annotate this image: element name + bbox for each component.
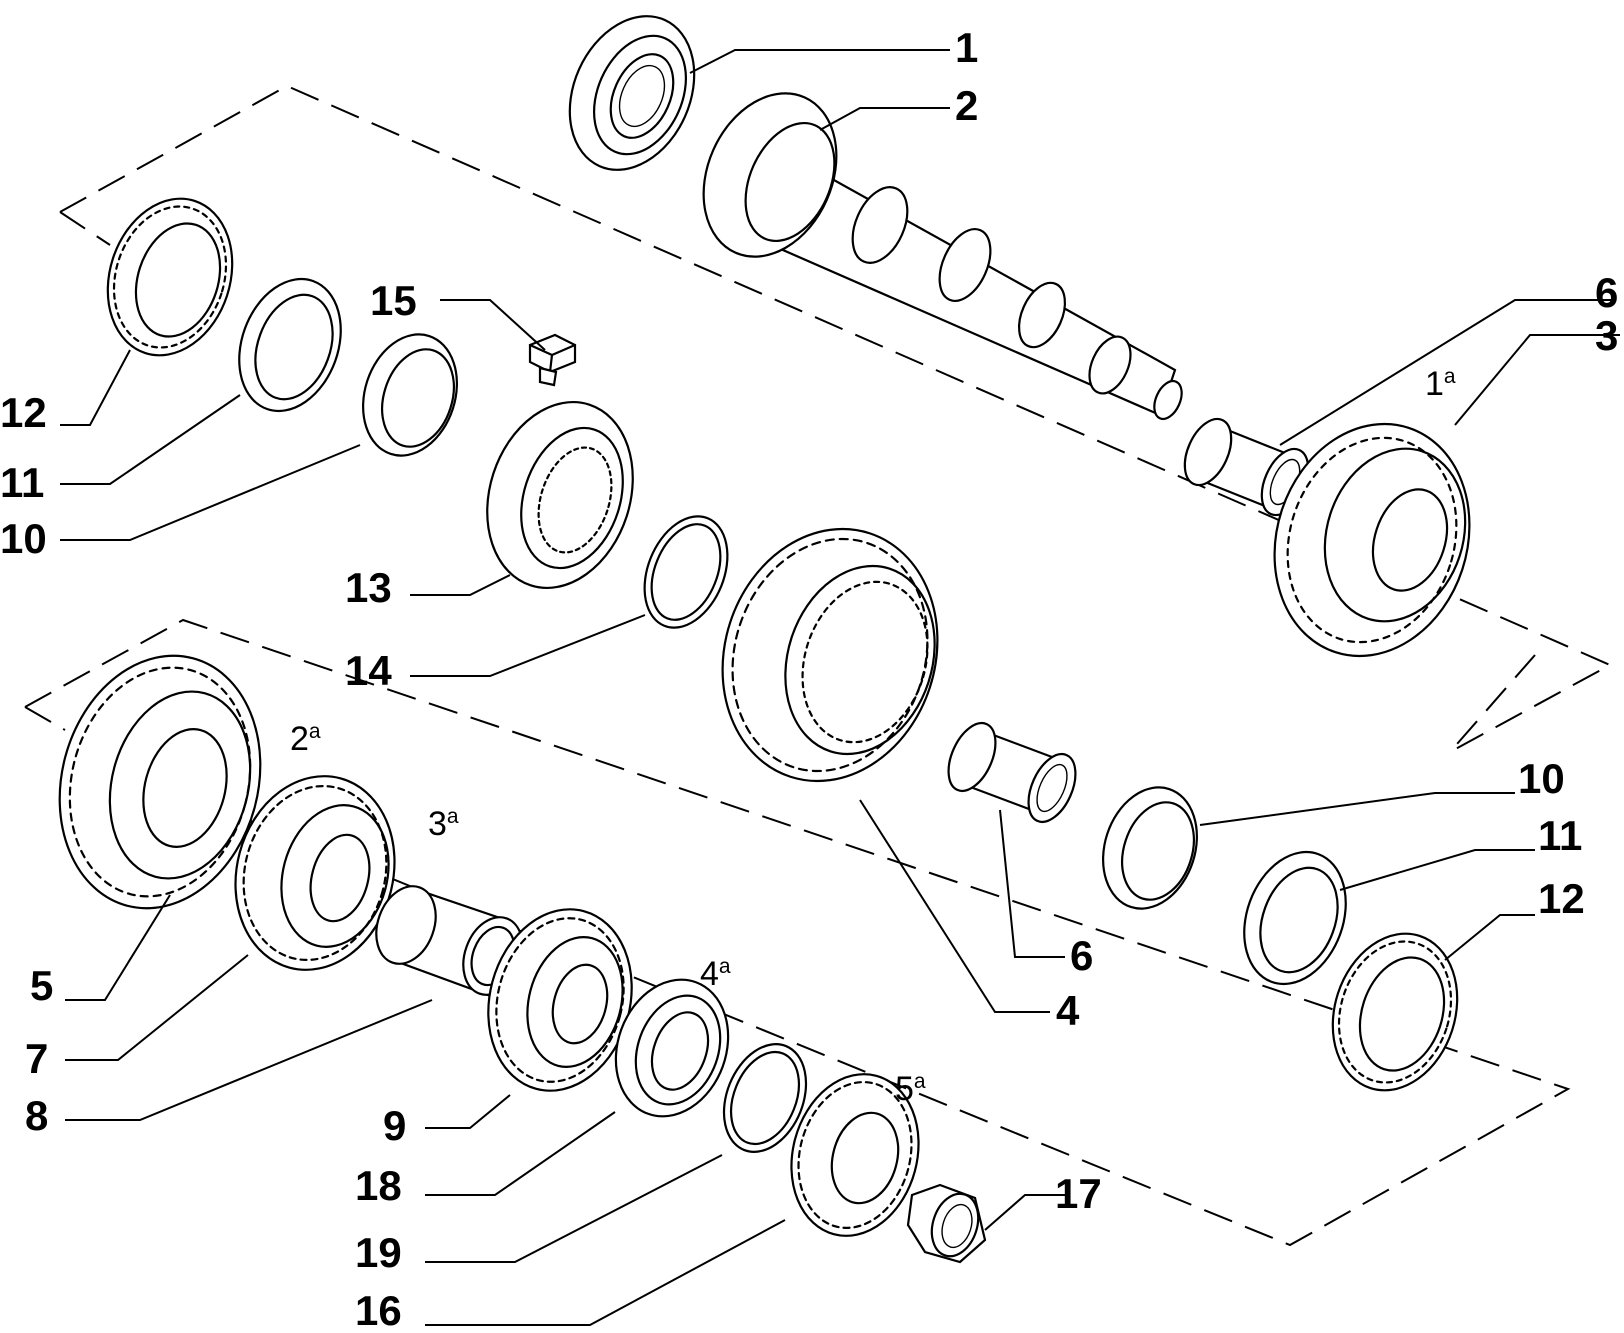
callout-17: 17 [1055, 1170, 1102, 1217]
needle-bearing-part-6-lower [947, 722, 1077, 823]
bearing-part-1 [568, 15, 696, 171]
leader-line-18 [425, 1111, 616, 1196]
callout-12-lower: 12 [1538, 875, 1585, 922]
callout-16: 16 [355, 1287, 402, 1333]
gear-part-7 [234, 775, 396, 971]
upper-group-outline [59, 84, 1613, 753]
spacer-bushing-part-8 [375, 885, 524, 997]
leader-line-2 [819, 107, 950, 131]
leader-line-19 [425, 1154, 723, 1263]
leader-line-6-upper [1279, 299, 1612, 446]
leader-line-15 [440, 299, 546, 351]
main-shaft-part-2 [702, 92, 1183, 421]
callout-11-lower: 11 [1538, 812, 1582, 859]
lower-group-outline [24, 618, 1571, 1247]
synchro-hub-part-13 [486, 400, 634, 590]
leader-line-17 [984, 1194, 1070, 1231]
callout-11-upper: 11 [0, 459, 44, 506]
leader-line-11-upper [60, 394, 241, 485]
callout-12-upper: 12 [0, 389, 47, 436]
callout-5: 5 [30, 962, 53, 1009]
gear-label-3rd: 3a [428, 805, 459, 843]
callout-4: 4 [1056, 987, 1080, 1034]
leader-line-13 [410, 574, 511, 596]
washer-part-19 [722, 1043, 808, 1153]
callout-1: 1 [955, 24, 978, 71]
gear-label-5th: 5a [895, 1070, 926, 1108]
leader-line-1 [689, 49, 950, 74]
callout-8: 8 [25, 1092, 48, 1139]
callout-7: 7 [25, 1035, 48, 1082]
bearing-part-18 [614, 978, 730, 1118]
gear-label-1st: 1a [1425, 365, 1456, 403]
callout-10-upper: 10 [0, 515, 47, 562]
key-part-15 [528, 333, 577, 387]
synchro-ring-part-12-upper [106, 197, 234, 357]
callout-18: 18 [355, 1162, 402, 1209]
leader-line-4 [859, 799, 1050, 1013]
needle-bearing-part-6-upper [1183, 417, 1310, 517]
leader-line-5 [65, 894, 171, 1001]
leader-line-7 [65, 954, 249, 1061]
synchro-ring-part-12-lower [1331, 932, 1459, 1092]
sliding-sleeve-part-4 [721, 527, 939, 783]
synchro-cone-part-11-lower [1243, 850, 1347, 986]
snap-ring-part-14 [643, 515, 729, 629]
callout-14: 14 [345, 647, 392, 694]
synchro-cone-part-11-upper [238, 277, 342, 413]
callout-6-upper: 6 [1595, 269, 1618, 316]
leader-line-6-lower [999, 809, 1065, 958]
callout-15: 15 [370, 277, 417, 324]
leader-line-10-upper [60, 444, 361, 541]
leader-line-12-upper [60, 349, 131, 426]
leader-line-11-lower [1339, 849, 1535, 891]
gear-part-16 [790, 1073, 920, 1237]
callout-10-lower: 10 [1518, 755, 1565, 802]
gear-part-5 [58, 654, 262, 910]
leader-line-8 [65, 999, 433, 1121]
callout-6-lower: 6 [1070, 932, 1093, 979]
callout-19: 19 [355, 1229, 402, 1276]
callout-13: 13 [345, 564, 392, 611]
leader-line-10-lower [1199, 792, 1515, 826]
callout-2: 2 [955, 82, 978, 129]
gear-label-2nd: 2a [290, 720, 321, 758]
leader-line-16 [425, 1219, 786, 1326]
leader-line-3 [1454, 334, 1620, 426]
leader-line-9 [425, 1094, 511, 1129]
synchro-inner-ring-part-10-lower [1102, 786, 1198, 910]
gear-part-9 [487, 908, 633, 1092]
nut-part-17 [906, 1183, 987, 1264]
gear-part-3 [1273, 422, 1471, 658]
gear-label-4th: 4a [700, 955, 731, 993]
leader-line-12-lower [1444, 914, 1535, 961]
leader-line-14 [410, 614, 646, 677]
synchro-inner-ring-part-10-upper [362, 333, 458, 457]
callout-9: 9 [383, 1102, 406, 1149]
callout-3: 3 [1595, 312, 1618, 359]
